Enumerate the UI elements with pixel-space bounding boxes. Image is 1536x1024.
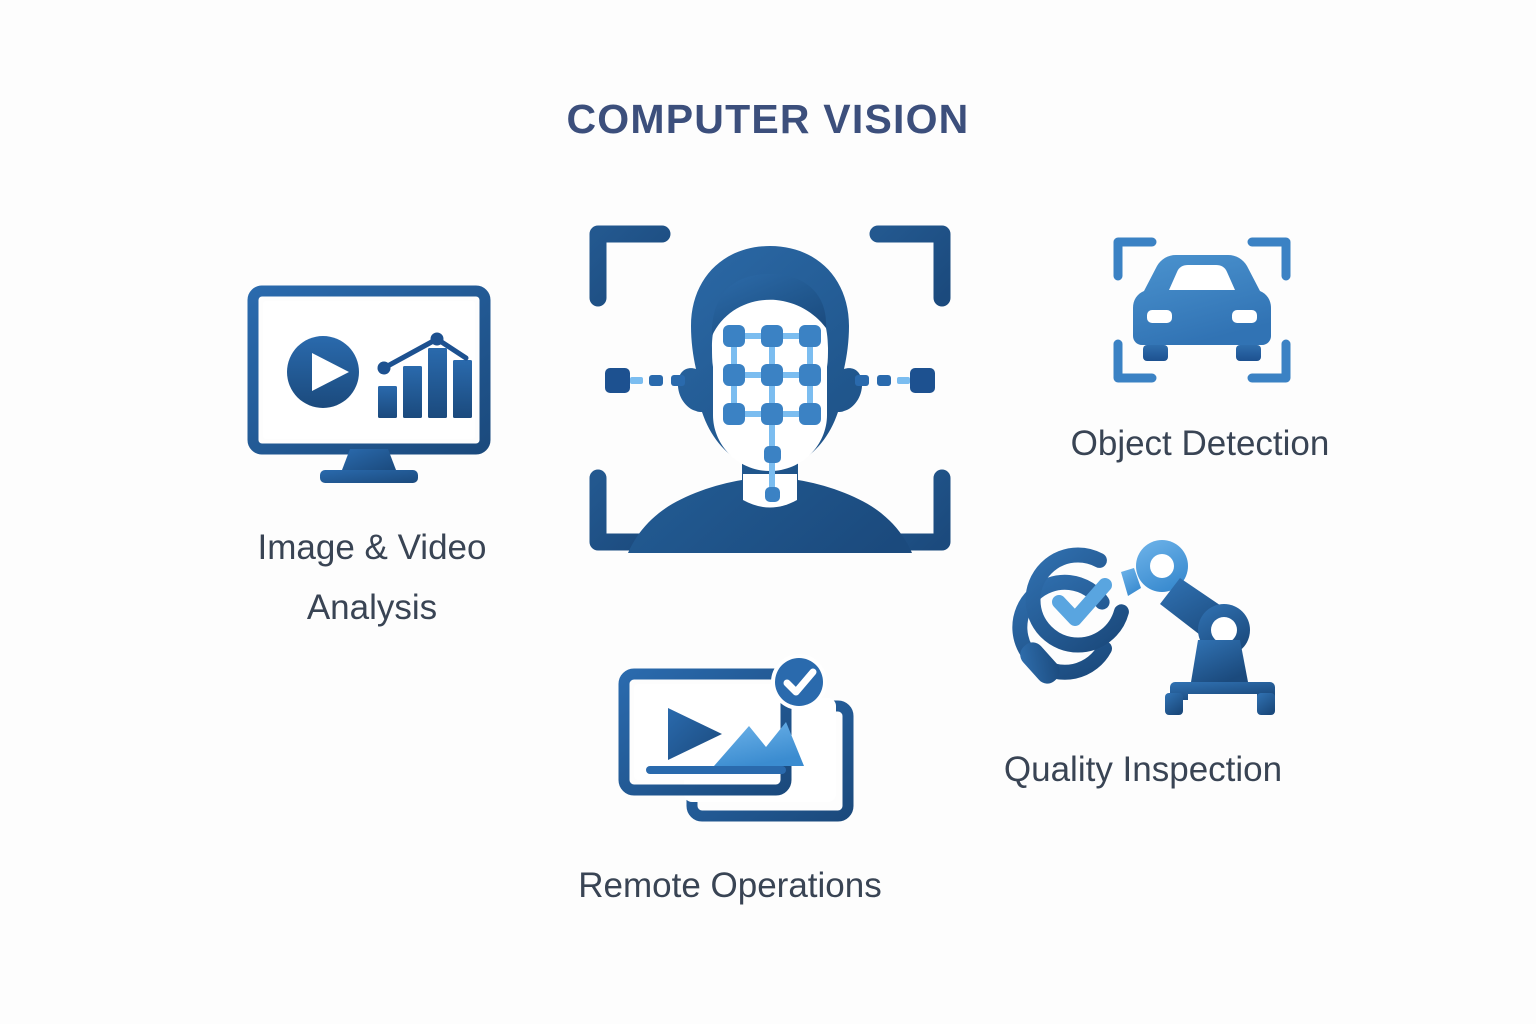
monitor-stand — [320, 449, 418, 483]
wheels — [1143, 345, 1261, 361]
play-button — [287, 336, 359, 408]
robot-base — [1165, 682, 1275, 715]
label-quality-inspection: Quality Inspection — [1003, 750, 1283, 789]
magnifier-check — [1052, 578, 1112, 626]
face-recognition-icon — [583, 212, 957, 564]
label-remote-operations: Remote Operations — [578, 866, 882, 905]
bar-chart — [378, 348, 472, 418]
corner-brackets — [1113, 237, 1291, 383]
page-title: COMPUTER VISION — [566, 96, 970, 142]
video-stack-check-icon — [614, 654, 859, 828]
check-badge — [771, 654, 827, 710]
face-mesh-grid — [723, 325, 821, 502]
magnifier-ring — [1012, 574, 1112, 680]
play-triangle — [668, 708, 722, 760]
label-image-video-analysis: Image & Video Analysis — [257, 528, 487, 628]
robot-joint-ring — [1136, 540, 1188, 592]
robot-gripper-wedge — [1121, 568, 1141, 596]
monitor-analytics-icon — [247, 285, 505, 488]
trend-line — [377, 332, 469, 375]
magnifier-handle — [1020, 642, 1060, 684]
scan-dash-right — [855, 368, 935, 393]
headlights — [1147, 310, 1257, 323]
robot-column — [1191, 640, 1248, 682]
magnifier-robot-arm-icon — [1008, 530, 1278, 720]
car-detection-icon — [1112, 236, 1292, 384]
progress-bar — [646, 766, 786, 774]
image-mountains — [714, 722, 804, 766]
label-object-detection: Object Detection — [1070, 424, 1330, 463]
scan-dash-left — [605, 368, 685, 393]
car-front — [1133, 255, 1271, 345]
